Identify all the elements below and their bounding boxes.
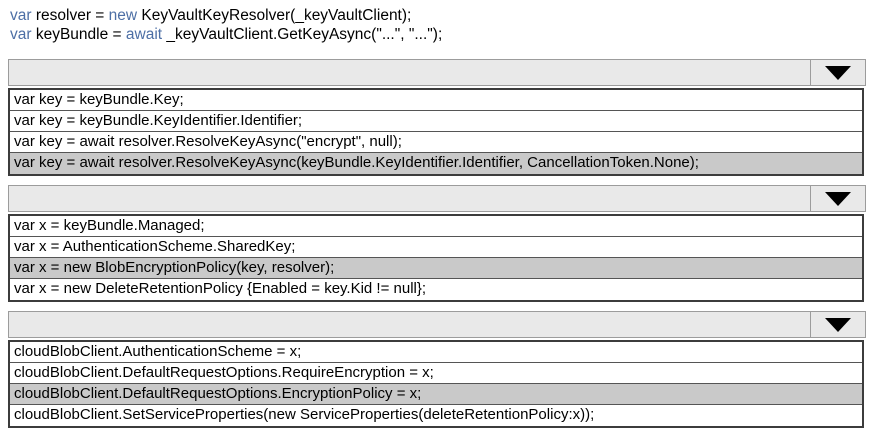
dropdown-3-arrow-button[interactable]: [810, 312, 865, 337]
code-line-2: var keyBundle = await _keyVaultClient.Ge…: [10, 25, 866, 44]
code-text: KeyVaultKeyResolver(_keyVaultClient);: [137, 7, 412, 24]
dropdown-2-header[interactable]: [8, 185, 866, 212]
option[interactable]: cloudBlobClient.AuthenticationScheme = x…: [10, 342, 862, 363]
option[interactable]: var x = new DeleteRetentionPolicy {Enabl…: [14, 280, 427, 297]
keyword-new: new: [108, 7, 138, 24]
option[interactable]: var key = await resolver.ResolveKeyAsync…: [10, 132, 862, 153]
dropdown-1-header[interactable]: [8, 59, 866, 86]
caret-down-icon: [825, 317, 851, 332]
dropdown-3-header[interactable]: [8, 311, 866, 338]
option[interactable]: var key = keyBundle.KeyIdentifier.Identi…: [10, 111, 862, 132]
code-text: resolver =: [31, 7, 109, 24]
dropdown-1-arrow-button[interactable]: [810, 60, 865, 85]
option[interactable]: var x = keyBundle.Managed;: [10, 216, 862, 237]
option[interactable]: var key = await resolver.ResolveKeyAsync…: [10, 153, 862, 174]
option[interactable]: var key = keyBundle.Key;: [10, 90, 862, 111]
keyword-var: var: [10, 7, 32, 24]
caret-down-icon: [825, 191, 851, 206]
dropdown-group-2: var x = keyBundle.Managed; var x = Authe…: [8, 185, 866, 302]
option[interactable]: var x = new BlobEncryptionPolicy(key, re…: [10, 258, 862, 279]
dropdown-3-options: cloudBlobClient.AuthenticationScheme = x…: [8, 340, 864, 428]
dropdown-group-1: var key = keyBundle.Key; var key = keyBu…: [8, 59, 866, 176]
option[interactable]: var x = AuthenticationScheme.SharedKey;: [10, 237, 862, 258]
code-snippet: var resolver = new KeyVaultKeyResolver(_…: [8, 6, 866, 44]
dropdown-2-options: var x = keyBundle.Managed; var x = Authe…: [8, 214, 864, 302]
dropdown-1-options: var key = keyBundle.Key; var key = keyBu…: [8, 88, 864, 176]
code-text: _keyVaultClient.GetKeyAsync("...", "..."…: [162, 26, 443, 43]
option[interactable]: cloudBlobClient.DefaultRequestOptions.En…: [10, 384, 862, 405]
code-text: keyBundle =: [31, 26, 126, 43]
caret-down-icon: [825, 65, 851, 80]
dropdown-group-3: cloudBlobClient.AuthenticationScheme = x…: [8, 311, 866, 428]
code-line-1: var resolver = new KeyVaultKeyResolver(_…: [10, 6, 866, 25]
keyword-var: var: [10, 26, 32, 43]
dropdown-2-arrow-button[interactable]: [810, 186, 865, 211]
option[interactable]: cloudBlobClient.SetServiceProperties(new…: [14, 406, 595, 423]
keyword-await: await: [125, 26, 163, 43]
option[interactable]: cloudBlobClient.DefaultRequestOptions.Re…: [10, 363, 862, 384]
